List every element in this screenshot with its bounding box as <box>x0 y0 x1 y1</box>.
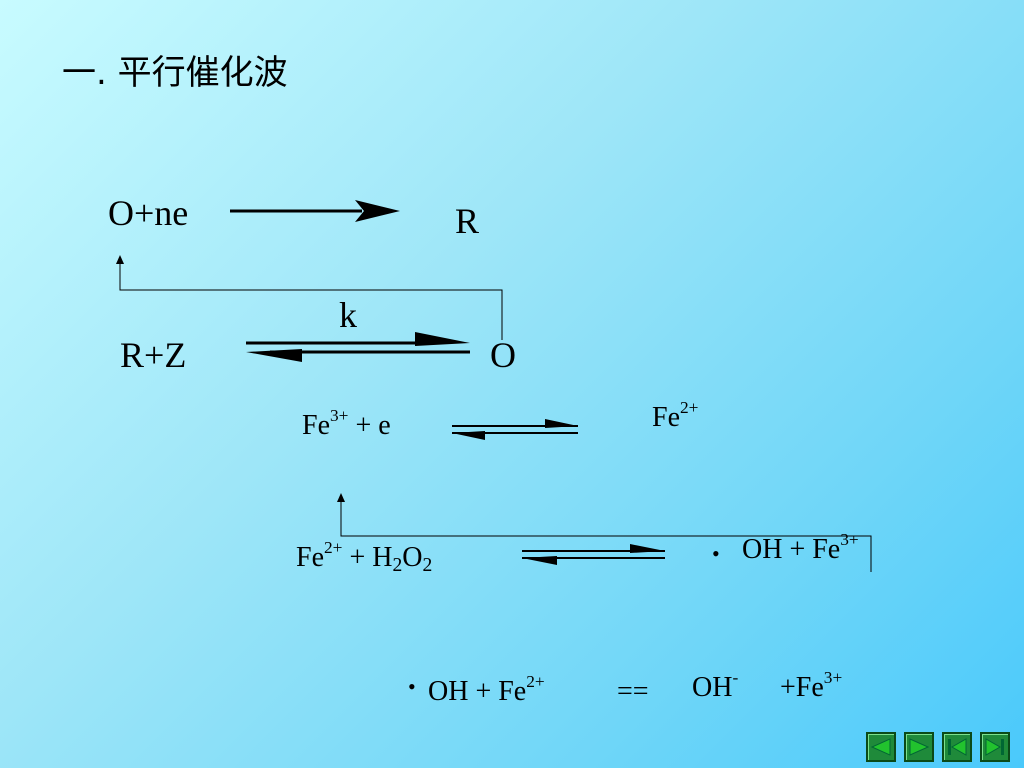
fe-equilibrium-arrows <box>452 419 578 440</box>
scheme1-rate-constant: k <box>339 295 357 335</box>
scheme3-radical-dot: • <box>408 674 416 699</box>
page-title: 一. 平行催化波 <box>62 53 288 93</box>
first-slide-button[interactable] <box>942 732 972 762</box>
prev-icon <box>870 738 891 756</box>
fenton-equilibrium-arrows <box>522 544 665 565</box>
scheme2-row1-right: Fe2+ <box>652 397 699 433</box>
scheme3-hydroxide: OH- <box>692 667 739 703</box>
scheme2-row2-left: Fe2+ + H2O2 <box>296 537 433 576</box>
scheme1-lower-left: R+Z <box>120 335 187 375</box>
last-slide-button[interactable] <box>980 732 1010 762</box>
previous-slide-button[interactable] <box>866 732 896 762</box>
fe-regeneration-path <box>337 493 872 572</box>
scheme1-product: R <box>455 201 480 241</box>
scheme3-equals: == <box>617 676 649 707</box>
scheme2-radical-dot: • <box>712 541 720 566</box>
next-icon <box>909 738 930 756</box>
scheme2-row2-right: OH + Fe3+ <box>742 529 859 565</box>
scheme3-left: OH + Fe2+ <box>428 671 545 707</box>
scheme1-lower-right: O <box>490 335 516 375</box>
scheme2-row1-left: Fe3+ + e <box>302 405 391 441</box>
regeneration-path <box>116 255 503 340</box>
last-icon <box>985 738 1004 756</box>
next-slide-button[interactable] <box>904 732 934 762</box>
slide-navigation <box>866 732 1010 762</box>
first-icon <box>948 738 967 756</box>
scheme1-reactant: O+ne <box>108 193 189 233</box>
equilibrium-arrows <box>246 332 470 362</box>
forward-arrow <box>230 200 400 222</box>
scheme3-right: +Fe3+ <box>780 667 843 703</box>
